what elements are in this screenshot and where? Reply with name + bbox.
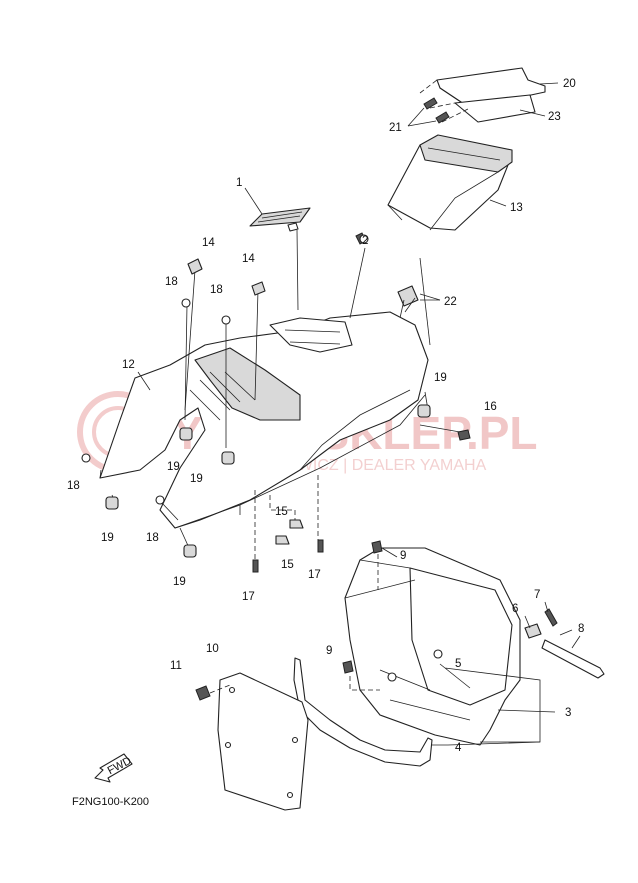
diagram-code: F2NG100-K200 — [72, 796, 149, 808]
part-6-holder — [524, 623, 542, 639]
callout-19-b: 19 — [190, 473, 203, 485]
callout-19-a: 19 — [167, 461, 180, 473]
callout-19-d: 19 — [173, 576, 186, 588]
fasteners-fender — [81, 258, 471, 573]
part-17-bolt-b — [317, 539, 324, 553]
part-20-seat-cover — [436, 67, 546, 109]
part-17-bolt-a — [252, 559, 259, 573]
callout-17-b: 17 — [308, 569, 321, 581]
part-18-screw-d — [155, 495, 165, 505]
part-19-grommet-a — [179, 427, 193, 441]
callout-15-b: 15 — [281, 559, 294, 571]
callout-2: 2 — [362, 235, 368, 247]
callout-3: 3 — [565, 707, 571, 719]
part-2-bolt — [355, 232, 369, 245]
callout-17-a: 17 — [242, 591, 255, 603]
part-14-clip-a — [187, 258, 203, 275]
part-1-vent — [249, 207, 311, 232]
callout-6: 6 — [512, 603, 518, 615]
part-18-screw-b — [221, 315, 231, 325]
callout-21: 21 — [389, 122, 402, 134]
callout-20: 20 — [563, 78, 576, 90]
part-7-pin — [544, 608, 558, 627]
part-19-grommet-b — [221, 451, 235, 465]
part-16-bolt — [457, 429, 471, 441]
parts-6-7-8 — [524, 608, 605, 679]
callout-9-b: 9 — [326, 645, 332, 657]
callout-18-c: 18 — [67, 480, 80, 492]
part-9-bolt-a — [371, 540, 383, 554]
part-15-nut-a — [289, 519, 304, 529]
part-13-storage-box — [387, 134, 513, 231]
callout-22: 22 — [444, 296, 457, 308]
part-18-screw-a — [181, 298, 191, 308]
part-9-bolt-b — [342, 660, 354, 674]
callout-8: 8 — [578, 623, 584, 635]
part-8-strap — [541, 639, 605, 679]
leader-lines — [99, 229, 461, 560]
callout-23: 23 — [548, 111, 561, 123]
part-21-clips — [419, 79, 471, 124]
leader-9b — [349, 676, 380, 691]
fasteners-lower — [195, 540, 383, 701]
callout-12: 12 — [122, 359, 135, 371]
callout-13: 13 — [510, 202, 523, 214]
callout-labels: 1 2 3 4 5 6 7 8 9 9 10 11 12 13 14 14 15… — [67, 78, 584, 754]
part-22-latch — [397, 285, 419, 319]
callout-5: 5 — [455, 658, 461, 670]
part-18-screw-c — [81, 453, 91, 463]
part-10-mudflap — [217, 672, 309, 811]
fwd-label: FWD — [106, 755, 134, 777]
leader-11 — [209, 684, 231, 694]
callout-9-a: 9 — [400, 550, 406, 562]
callout-14-a: 14 — [202, 237, 215, 249]
callout-16: 16 — [484, 401, 497, 413]
part-11-bolt — [195, 685, 211, 701]
part-12-rear-fender — [99, 311, 429, 529]
part-15-nut-b — [275, 535, 290, 545]
part-19-grommet-d — [183, 544, 197, 558]
callout-7: 7 — [534, 589, 540, 601]
callout-11: 11 — [170, 660, 182, 672]
callout-14-b: 14 — [242, 253, 255, 265]
callout-18-d: 18 — [146, 532, 159, 544]
callout-18-a: 18 — [165, 276, 178, 288]
callout-leaders — [137, 82, 581, 649]
part-3-inner-tub — [344, 547, 521, 746]
callout-10: 10 — [206, 643, 219, 655]
part-14-clip-b — [251, 281, 266, 296]
part-23-seat-pad — [454, 94, 536, 123]
part-19-grommet-c — [105, 496, 119, 510]
part-19-grommet-e — [417, 404, 431, 418]
part-4-edge-trim — [293, 657, 433, 767]
fwd-arrow: FWD — [94, 753, 134, 783]
callout-4: 4 — [455, 742, 462, 754]
callout-19-e: 19 — [434, 372, 447, 384]
callout-15-a: 15 — [275, 506, 288, 518]
leader-lines-lower — [387, 204, 556, 746]
callout-19-c: 19 — [101, 532, 114, 544]
callout-1: 1 — [236, 177, 242, 189]
callout-18-b: 18 — [210, 284, 223, 296]
